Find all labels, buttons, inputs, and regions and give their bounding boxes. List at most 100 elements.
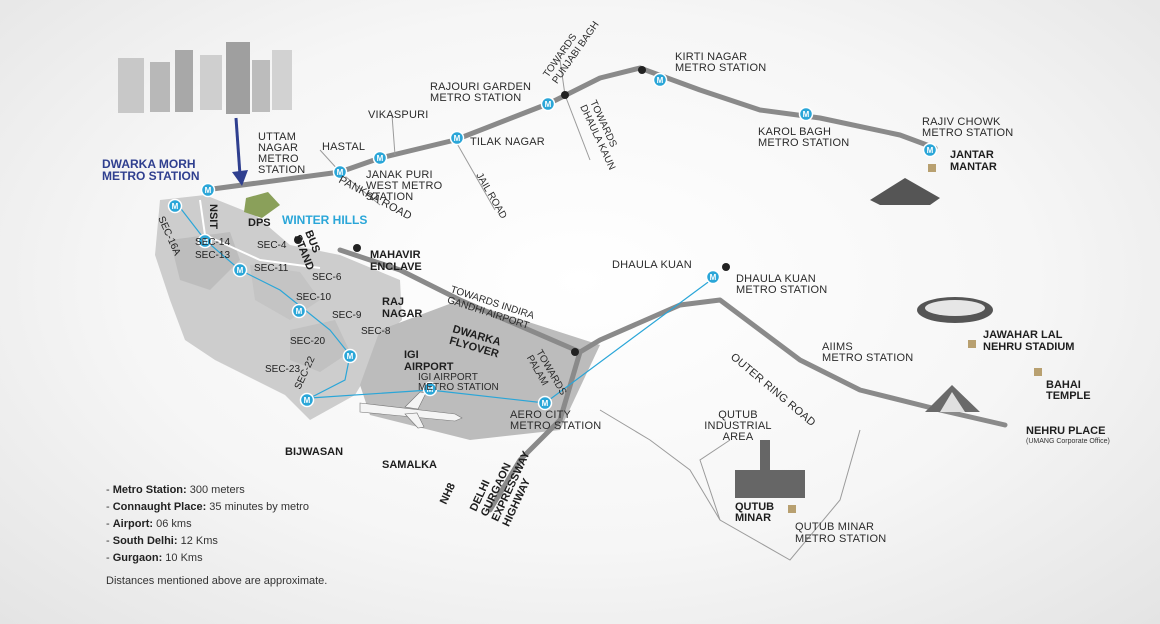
svg-text:M: M xyxy=(803,110,810,119)
metro-station-icon: M xyxy=(167,198,183,214)
svg-text:M: M xyxy=(347,352,354,361)
svg-text:M: M xyxy=(427,385,434,394)
jail-road-label: JAIL ROAD xyxy=(473,171,508,221)
vikaspuri-label: VIKASPURI xyxy=(368,109,429,121)
svg-text:M: M xyxy=(545,100,552,109)
svg-text:M: M xyxy=(296,307,303,316)
jantar-mantar-marker xyxy=(928,164,936,172)
hastal-label: HASTAL xyxy=(322,141,365,153)
svg-text:M: M xyxy=(542,399,549,408)
sector-label: SEC-14 xyxy=(195,237,230,248)
location-arrow xyxy=(234,117,242,176)
sector-label: SEC-8 xyxy=(361,326,391,337)
metro-station-icon: M xyxy=(332,164,348,180)
svg-text:M: M xyxy=(710,273,717,282)
metro-station-icon: M xyxy=(200,182,216,198)
sector-label: SEC-9 xyxy=(332,310,362,321)
metro-station-icon: M xyxy=(652,72,668,88)
sector-label: SEC-4 xyxy=(257,240,287,251)
legend-item: - Gurgaon: 10 Kms xyxy=(106,552,203,564)
distance-legend: - Metro Station: 300 meters - Connaught … xyxy=(106,482,327,590)
metro-badges: M M M M M M M M M M M M M M M M M xyxy=(167,72,938,411)
metro-station-icon: M xyxy=(197,233,213,249)
metro-station-icon: M xyxy=(798,106,814,122)
sector-label: SEC-23 xyxy=(265,364,300,375)
legend-item: - Metro Station: 300 meters xyxy=(106,484,245,496)
stadium-marker xyxy=(968,340,976,348)
towards-dhaula-kaun-label: TOWARDSDHAULA KAUN xyxy=(577,99,627,172)
dhaula-kuan-label: DHAULA KUAN xyxy=(612,259,692,271)
winter-hills-label: WINTER HILLS xyxy=(282,213,367,227)
nh8-label: NH8 xyxy=(438,481,458,506)
winter-hills-site xyxy=(244,192,280,218)
legend-item: - Connaught Place: 35 minutes by metro xyxy=(106,501,309,513)
svg-text:M: M xyxy=(237,266,244,275)
legend-item: - South Delhi: 12 Kms xyxy=(106,535,218,547)
metro-station-icon: M xyxy=(342,348,358,364)
towards-punjabi-bagh-label: TOWARDSPUNJABI BAGH xyxy=(541,13,601,86)
svg-text:M: M xyxy=(202,237,209,246)
metro-station-icon: M xyxy=(540,96,556,112)
svg-text:M: M xyxy=(927,146,934,155)
lotus-temple-landmark xyxy=(925,385,980,412)
junction-dots xyxy=(294,66,730,356)
nsit-label: NSIT xyxy=(207,204,219,229)
svg-text:M: M xyxy=(205,186,212,195)
metro-station-icon: M xyxy=(449,130,465,146)
bijwasan-label: BIJWASAN xyxy=(285,446,343,458)
minor-roads xyxy=(319,59,861,561)
sector-label: SEC-6 xyxy=(312,272,342,283)
tilak-nagar-label: TILAK NAGAR xyxy=(470,136,545,148)
nehru-place-label: NEHRU PLACE xyxy=(1026,425,1105,437)
metro-station-icon: M xyxy=(705,269,721,285)
sector-label: SEC-20 xyxy=(290,336,325,347)
svg-text:M: M xyxy=(337,168,344,177)
umang-office-label: (UMANG Corporate Office) xyxy=(1026,438,1110,445)
residential-towers-image xyxy=(118,42,292,114)
samalka-label: SAMALKA xyxy=(382,459,437,471)
legend-note: Distances mentioned above are approximat… xyxy=(106,575,328,587)
dps-label: DPS xyxy=(248,217,271,229)
expressway-label: DELHIGURGAONEXPRESSWAYHIGHWAY xyxy=(468,439,544,529)
metro-lines xyxy=(177,204,716,404)
qutub-minar-landmark xyxy=(735,440,805,498)
stadium-landmark xyxy=(917,297,993,323)
metro-station-icon: M xyxy=(291,303,307,319)
sector-label: SEC-10 xyxy=(296,292,331,303)
svg-text:M: M xyxy=(454,134,461,143)
jantar-mantar-landmark xyxy=(870,178,940,205)
metro-station-icon: M xyxy=(422,381,438,397)
metro-station-icon: M xyxy=(922,142,938,158)
bahai-temple-marker xyxy=(1034,368,1042,376)
qutub-minar-marker xyxy=(788,505,796,513)
svg-text:M: M xyxy=(657,76,664,85)
metro-station-icon: M xyxy=(232,262,248,278)
metro-station-icon: M xyxy=(372,150,388,166)
metro-station-icon: M xyxy=(299,392,315,408)
sector-label: SEC-11 xyxy=(254,263,289,274)
sector-label: SEC-13 xyxy=(195,250,230,261)
svg-text:M: M xyxy=(304,396,311,405)
metro-station-icon: M xyxy=(537,395,553,411)
